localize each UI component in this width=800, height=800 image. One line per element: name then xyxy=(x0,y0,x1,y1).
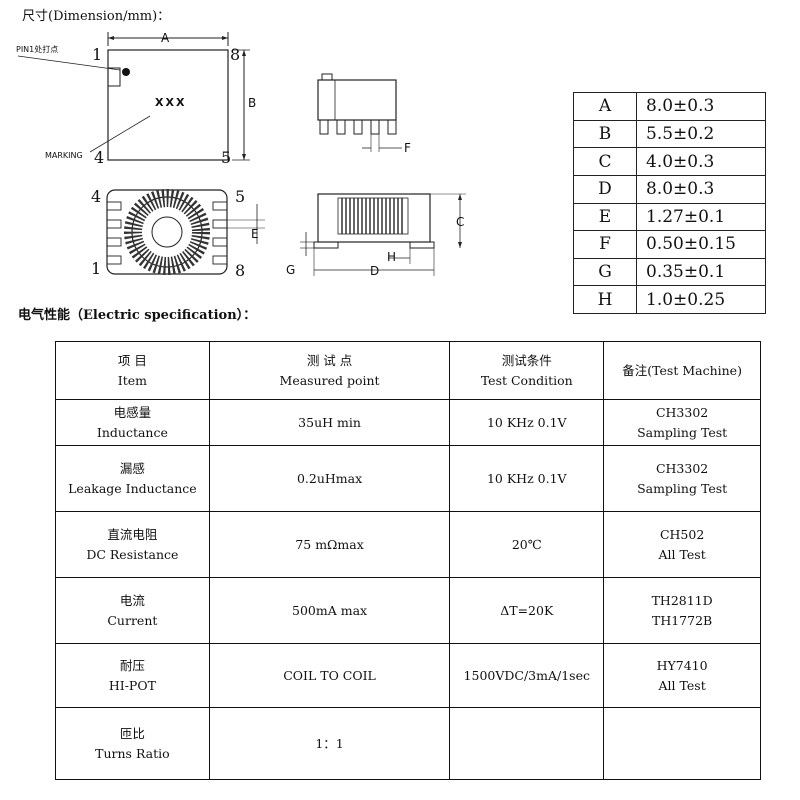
side-view-drawing: F xyxy=(317,73,411,155)
pin1-label: PIN1处打点 xyxy=(16,44,58,54)
marking-text: XXX xyxy=(155,96,186,109)
dim-h-label: H xyxy=(387,250,396,264)
dim-c-label: C xyxy=(456,215,464,229)
electric-spec-title: 电气性能（Electric specification）： xyxy=(18,308,257,323)
marking-label: MARKING xyxy=(45,151,83,160)
bottom-pin-8-number: 8 xyxy=(235,261,245,280)
pin1-dot-icon xyxy=(122,68,130,76)
top-view-drawing: A XXX B 1 8 4 5 PIN1处打点 MARKING xyxy=(16,31,256,167)
bottom-pin-4-number: 4 xyxy=(91,187,101,206)
bottom-pin-5-number: 5 xyxy=(235,187,245,206)
pin-4-number: 4 xyxy=(94,148,104,167)
dim-e-label: E xyxy=(251,227,259,241)
bottom-pin-1-number: 1 xyxy=(91,259,101,278)
dim-a-label: A xyxy=(161,31,170,45)
pin-5-number: 5 xyxy=(221,148,231,167)
front-view-drawing: C D H G xyxy=(286,193,466,278)
pin-1-number: 1 xyxy=(92,45,102,64)
dim-d-label: D xyxy=(370,264,379,278)
bottom-view-drawing: E 4 5 1 8 xyxy=(91,187,265,280)
pin-8-number: 8 xyxy=(230,45,240,64)
page-title: 尺寸(Dimension/mm)： xyxy=(22,9,171,24)
dim-g-label: G xyxy=(286,263,295,277)
dim-b-label: B xyxy=(248,96,256,110)
dim-f-label: F xyxy=(404,141,411,155)
